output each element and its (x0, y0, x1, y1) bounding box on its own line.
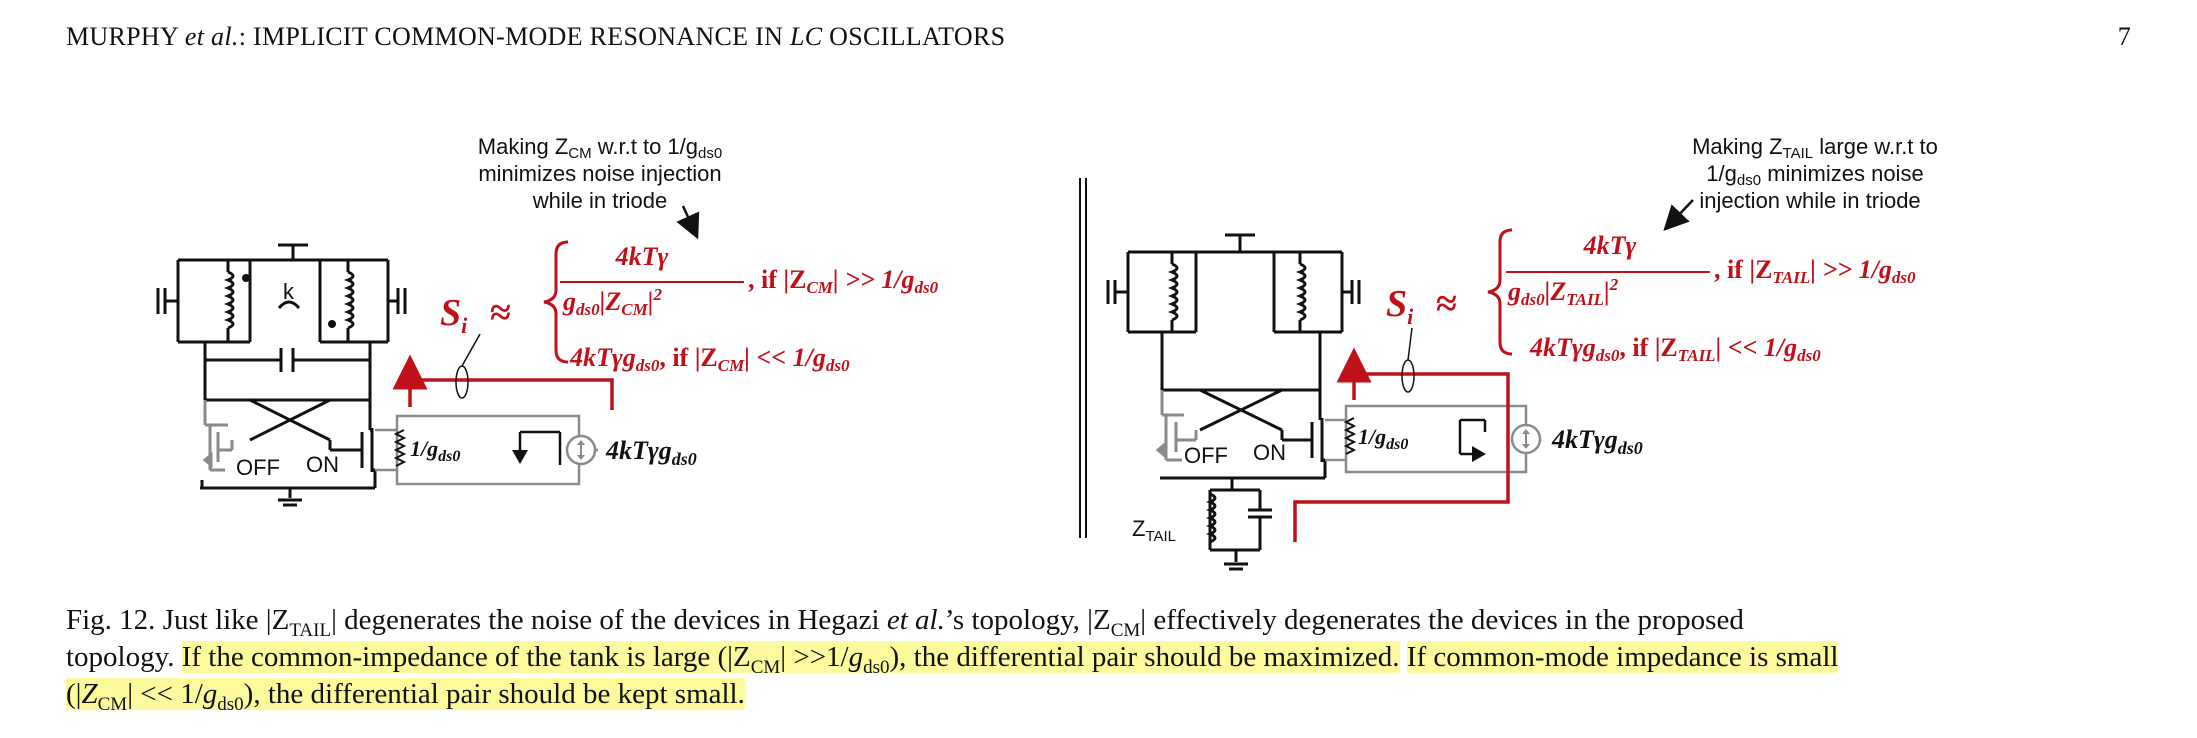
case1-condition: , if |ZCM| >> 1/gds0 (748, 265, 939, 297)
noise-path-left (392, 354, 614, 410)
ztail-label: ZTAIL (1132, 516, 1176, 545)
left-formula: Si ≈ 4kTγ gds0|ZCM|2 , if |ZCM| >> 1/gds… (440, 240, 939, 375)
caption-text: ), the differential pair should be maxim… (889, 641, 1400, 673)
subscript: TAIL (289, 619, 332, 641)
inductor-icon (223, 270, 235, 330)
running-title: MURPHY et al.: IMPLICIT COMMON-MODE RESO… (66, 22, 1005, 52)
approx-sign: ≈ (490, 292, 511, 334)
caption-text: If the common-impedance of the tank is l… (181, 641, 751, 673)
caption-text: Z (81, 678, 98, 710)
noise-path-right (1293, 347, 1510, 542)
left-schematic (156, 243, 407, 507)
off-transistor (202, 400, 234, 472)
inductor-icon (1167, 262, 1179, 322)
off-label: OFF (1184, 443, 1228, 468)
figure-label: Fig. 12. (66, 604, 156, 636)
case2-expression: 4kTγgds0, if |ZCM| << 1/gds0 (569, 343, 850, 375)
case1-condition: , if |ZTAIL| >> 1/gds0 (1714, 255, 1916, 287)
subscript: CM (97, 693, 128, 715)
caption-text: (| (66, 678, 82, 710)
gds-model-box (1325, 404, 1528, 474)
caption-text: g (202, 678, 218, 710)
resistor-icon (1343, 417, 1357, 455)
off-label: OFF (236, 455, 280, 480)
svg-text:minimizes noise injection: minimizes noise injection (478, 161, 721, 186)
running-header: MURPHY et al.: IMPLICIT COMMON-MODE RESO… (66, 22, 2131, 54)
off-transistor (1155, 390, 1198, 462)
svg-text:injection while in triode: injection while in triode (1699, 188, 1920, 213)
formula-s: Si (1386, 283, 1414, 329)
noise-source-icon (565, 434, 597, 466)
noise-source-label: 4kTγgds0 (605, 436, 697, 469)
caption-text: ), the differential pair should be kept … (243, 678, 745, 710)
coupling-label: k (283, 279, 295, 304)
caption-line-1: Fig. 12. Just like |ZTAIL| degenerates t… (66, 602, 2150, 641)
caption-text: ’s topology, |Z (944, 604, 1111, 636)
title-text: MURPHY (66, 22, 185, 51)
title-etal: et al. (184, 22, 239, 51)
caption-text: topology. (66, 641, 182, 673)
gds-model-box (375, 414, 598, 486)
figure-12: 1/gds0 4kTγgds0 OFF ON k Making ZCM w.r.… (156, 134, 1938, 571)
on-label: ON (306, 452, 339, 477)
approx-sign: ≈ (1436, 283, 1457, 325)
caption-text: | degenerates the noise of the devices i… (331, 604, 887, 636)
highlight: If common-mode impedance is small (1406, 641, 1839, 673)
noise-source-icon (1510, 423, 1542, 455)
noise-source-label: 4kTγgds0 (1551, 425, 1643, 458)
svg-text:Making ZCM w.r.t to 1/gds0: Making ZCM w.r.t to 1/gds0 (478, 134, 722, 162)
subscript: ds0 (863, 656, 890, 678)
case2-expression: 4kTγgds0, if |ZTAIL| << 1/gds0 (1529, 333, 1821, 365)
caption-line-3: (|ZCM| << 1/gds0), the differential pair… (66, 676, 2150, 714)
caption-text: | effectively degenerates the devices in… (1140, 604, 1744, 636)
inductor-icon (1205, 492, 1217, 544)
inductor-icon (343, 270, 355, 330)
gds-label: 1/gds0 (1358, 424, 1408, 453)
caption-text: g (848, 641, 864, 673)
caption-etal: et al. (886, 604, 945, 636)
on-label: ON (1253, 440, 1286, 465)
svg-text:Making ZTAIL large w.r.t to: Making ZTAIL large w.r.t to (1692, 134, 1938, 162)
caption-text: | << 1/ (127, 678, 203, 710)
caption-text: | >>1/ (780, 641, 849, 673)
highlight: (|ZCM| << 1/gds0), the differential pair… (66, 678, 745, 714)
svg-text:while in triode: while in triode (532, 188, 668, 213)
subscript: CM (1110, 619, 1141, 641)
gds-label: 1/gds0 (410, 436, 460, 465)
inductor-icon (1295, 262, 1307, 322)
triode-path-icon (518, 430, 562, 465)
svg-text:1/gds0 minimizes noise: 1/gds0 minimizes noise (1706, 161, 1923, 189)
title-lc: LC (789, 22, 823, 51)
right-schematic (1106, 233, 1361, 571)
title-text: : IMPLICIT COMMON-MODE RESONANCE IN (238, 22, 790, 51)
triode-path-icon (1458, 418, 1487, 456)
case1-denominator: gds0|ZCM|2 (562, 285, 662, 319)
subscript: ds0 (217, 693, 244, 715)
left-annotation: Making ZCM w.r.t to 1/gds0 minimizes noi… (478, 134, 722, 213)
figure-caption: Fig. 12. Just like |ZTAIL| degenerates t… (66, 602, 2150, 714)
caption-text: Just like |Z (155, 604, 290, 636)
right-annotation: Making ZTAIL large w.r.t to 1/gds0 minim… (1692, 134, 1938, 213)
highlight: If the common-impedance of the tank is l… (181, 641, 1400, 677)
resistor-icon (393, 429, 407, 467)
page-number: 7 (2117, 22, 2131, 51)
case1-numerator: 4kTγ (1583, 231, 1637, 260)
case1-numerator: 4kTγ (615, 242, 669, 271)
formula-s: Si (440, 292, 468, 338)
title-text: OSCILLATORS (822, 22, 1006, 51)
right-formula: Si ≈ 4kTγ gds0|ZTAIL|2 , if |ZTAIL| >> 1… (1386, 228, 1916, 365)
caption-line-2: topology. If the common-impedance of the… (66, 639, 2150, 677)
subscript: CM (750, 656, 781, 678)
case1-denominator: gds0|ZTAIL|2 (1507, 275, 1619, 309)
